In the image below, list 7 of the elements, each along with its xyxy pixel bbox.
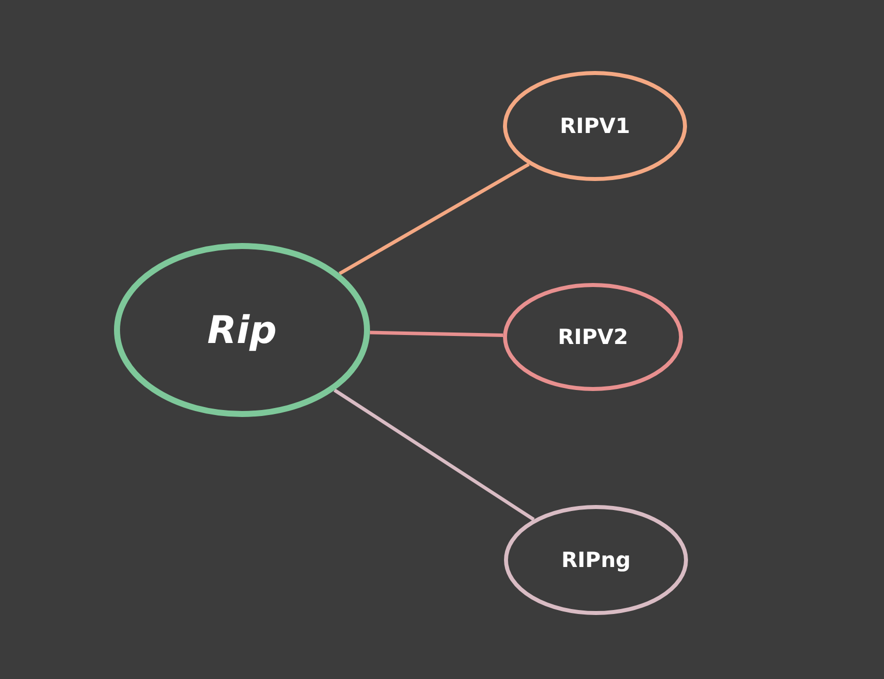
- node-label: RIPV1: [560, 114, 630, 138]
- connector-line: [370, 330, 504, 337]
- node-label: RIPV2: [558, 325, 628, 349]
- node-label: Rip: [207, 308, 277, 352]
- connector-line: [334, 388, 535, 521]
- node-label: RIPng: [561, 548, 631, 572]
- connector-line: [338, 162, 530, 276]
